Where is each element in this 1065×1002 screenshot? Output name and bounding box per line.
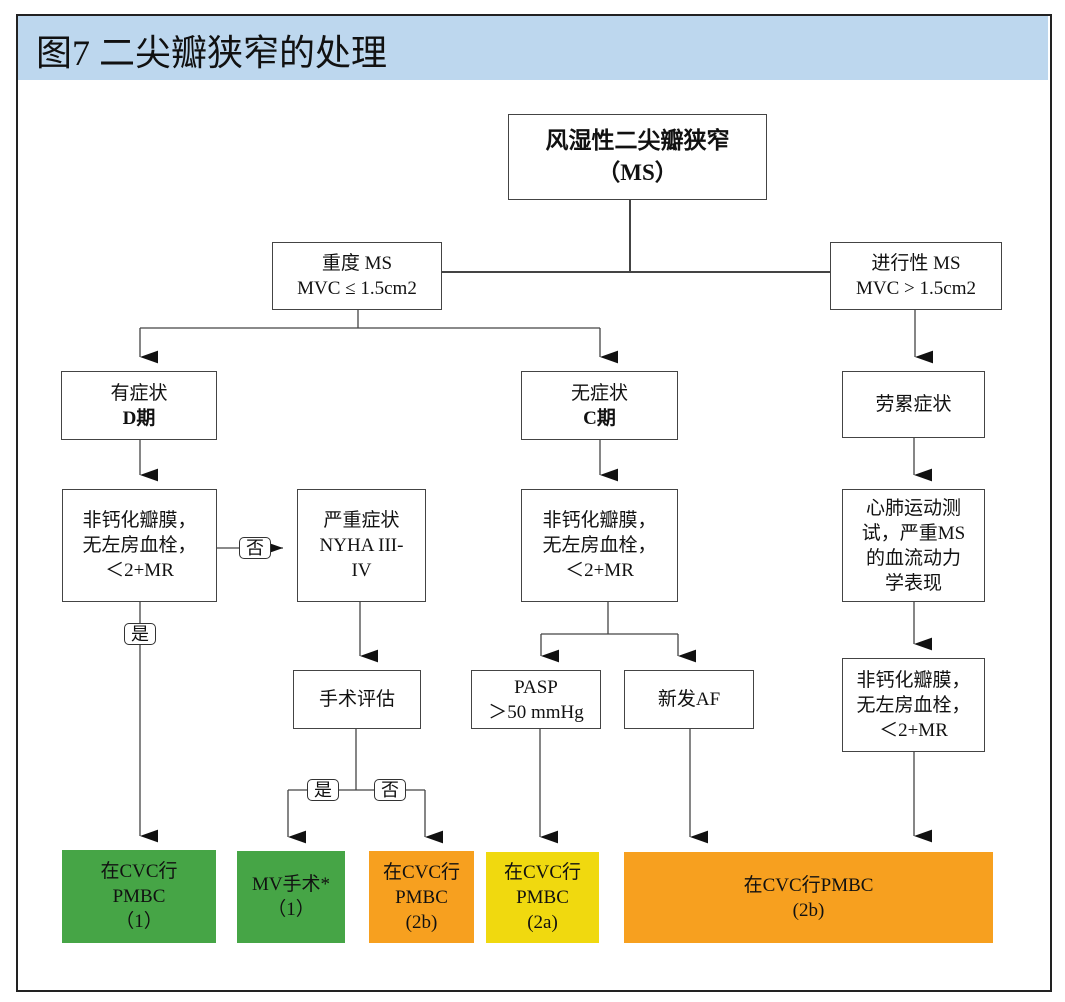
- node-new-af: 新发AF: [624, 670, 754, 729]
- figure-title: 图7 二尖瓣狭窄的处理: [36, 33, 388, 73]
- node-text: MVC > 1.5cm2: [856, 278, 976, 299]
- result-pmbc-2a: 在CVC行 PMBC (2a): [486, 852, 599, 943]
- node-text: 新发AF: [657, 689, 721, 710]
- node-text: 学表现: [884, 572, 942, 594]
- node-text: ＜2+MR: [879, 719, 948, 741]
- node-text: PMBC: [112, 886, 166, 907]
- node-text: 重度 MS: [321, 253, 393, 274]
- node-text: （1）: [267, 899, 315, 920]
- node-text: PMBC: [516, 887, 569, 908]
- node-nyha: 严重症状 NYHA III- IV: [297, 489, 426, 602]
- node-root: 风湿性二尖瓣狭窄 （MS）: [508, 114, 767, 200]
- node-text: 手术评估: [318, 689, 395, 710]
- node-text: 无症状: [570, 382, 628, 404]
- node-text: MVC ≤ 1.5cm2: [297, 278, 417, 299]
- node-progressive-ms: 进行性 MS MVC > 1.5cm2: [830, 242, 1002, 310]
- node-text: 风湿性二尖瓣狭窄: [545, 128, 730, 153]
- node-text: C期: [583, 407, 616, 429]
- node-text: 无左房血栓，: [82, 535, 197, 556]
- node-surgical-eval: 手术评估: [293, 670, 421, 729]
- node-pasp: PASP ＞50 mmHg: [471, 670, 601, 729]
- node-text: ＜2+MR: [105, 560, 174, 581]
- node-text: IV: [351, 560, 372, 581]
- node-text: 在CVC行: [100, 861, 178, 882]
- edge-label-yes: 是: [124, 623, 156, 645]
- edge-label-no: 否: [239, 537, 271, 559]
- node-condition-3: 非钙化瓣膜， 无左房血栓， ＜2+MR: [842, 658, 985, 752]
- node-text: (2b): [405, 911, 438, 933]
- node-cpet: 心肺运动测试，严重MS 的血流动力学表现: [842, 489, 985, 602]
- node-text: PASP: [514, 676, 558, 698]
- node-text: MV手术*: [251, 874, 331, 895]
- node-text: （1）: [115, 911, 163, 932]
- node-text: 非钙化瓣膜，: [856, 669, 971, 691]
- node-text: 心肺运动测: [865, 497, 961, 519]
- result-mv-surgery: MV手术* （1）: [237, 851, 345, 943]
- node-text: 的血流动力: [865, 547, 961, 569]
- node-text: 有症状: [110, 382, 168, 404]
- node-text: 试，严重MS: [861, 522, 966, 544]
- node-text: 进行性 MS: [871, 253, 961, 274]
- node-text: 非钙化瓣膜，: [82, 510, 197, 531]
- node-text: ＞50 mmHg: [488, 701, 584, 723]
- node-text: D期: [122, 407, 156, 429]
- node-condition-1: 非钙化瓣膜， 无左房血栓， ＜2+MR: [62, 489, 217, 602]
- node-text: 劳累症状: [875, 394, 952, 415]
- node-text: ＜2+MR: [565, 560, 634, 581]
- frame: [16, 14, 1052, 992]
- node-text: 无左房血栓，: [542, 535, 657, 556]
- node-text: 严重症状: [323, 510, 400, 531]
- node-condition-2: 非钙化瓣膜， 无左房血栓， ＜2+MR: [521, 489, 678, 602]
- node-severe-ms: 重度 MS MVC ≤ 1.5cm2: [272, 242, 442, 310]
- node-text: 无左房血栓，: [856, 694, 971, 716]
- node-asymptomatic: 无症状 C期: [521, 371, 678, 440]
- node-text: (2a): [527, 912, 558, 933]
- result-pmbc-2b: 在CVC行 PMBC (2b): [369, 851, 474, 943]
- node-text: （MS）: [597, 160, 678, 185]
- header-band: [18, 16, 1048, 80]
- edge-label-yes: 是: [307, 779, 339, 801]
- node-text: (2b): [792, 899, 825, 921]
- node-text: 在CVC行: [382, 861, 461, 883]
- node-symptomatic: 有症状 D期: [61, 371, 217, 440]
- node-text: 在CVC行: [503, 862, 582, 883]
- result-pmbc-1: 在CVC行 PMBC （1）: [62, 850, 216, 943]
- node-exertion-symptoms: 劳累症状: [842, 371, 985, 438]
- node-text: NYHA III-: [319, 535, 404, 556]
- node-text: 在CVC行PMBC: [743, 874, 874, 896]
- node-text: PMBC: [395, 886, 448, 908]
- result-pmbc-2b-wide: 在CVC行PMBC (2b): [624, 852, 993, 943]
- node-text: 非钙化瓣膜，: [542, 510, 657, 531]
- edge-label-no: 否: [374, 779, 406, 801]
